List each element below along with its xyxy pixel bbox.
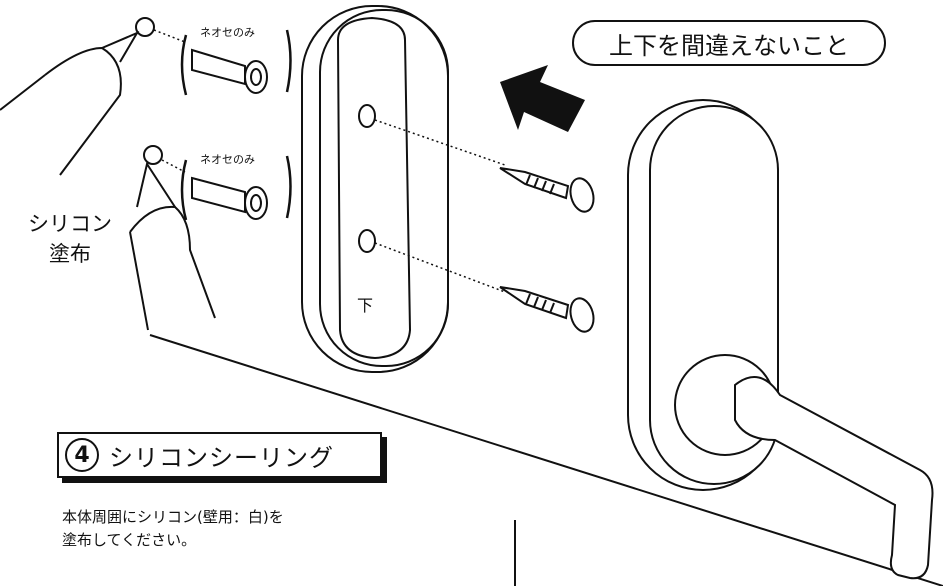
instruction-line2: 塗布してください。 bbox=[62, 531, 197, 549]
silicon-tube-bottom bbox=[129, 145, 216, 331]
wall-anchor-top bbox=[191, 48, 268, 94]
step-number-badge: 4 bbox=[65, 438, 99, 472]
step-heading: 4 シリコンシーリング bbox=[57, 432, 382, 478]
dotted-leader-lines bbox=[153, 29, 506, 293]
lever-handle bbox=[674, 354, 934, 580]
instruction-line1: 本体周囲にシリコン(壁用：白)を bbox=[62, 508, 284, 526]
anchor-label-top: ネオセのみ bbox=[200, 26, 255, 39]
anchor-label-bottom: ネオセのみ bbox=[200, 153, 255, 166]
silicon-label-line2: 塗布 bbox=[49, 242, 91, 266]
wall-anchor-bottom bbox=[191, 176, 268, 220]
silicon-application-label: シリコン 塗布 bbox=[28, 209, 112, 269]
caution-callout: 上下を間違えないこと bbox=[572, 20, 886, 66]
silicon-tube-top bbox=[0, 17, 155, 176]
silicon-label-line1: シリコン bbox=[28, 212, 112, 236]
anchor-brackets bbox=[180, 29, 292, 221]
screw-bottom bbox=[499, 286, 595, 333]
direction-arrow bbox=[500, 65, 585, 132]
caution-text: 上下を間違えないこと bbox=[609, 31, 849, 60]
backplate bbox=[301, 5, 449, 373]
instruction-text: 本体周囲にシリコン(壁用：白)を 塗布してください。 bbox=[62, 506, 392, 552]
wall-edge-lines bbox=[149, 334, 943, 586]
step-title: シリコンシーリング bbox=[109, 443, 334, 472]
screw-top bbox=[499, 167, 595, 213]
bottom-orientation-mark: 下 bbox=[357, 296, 374, 315]
